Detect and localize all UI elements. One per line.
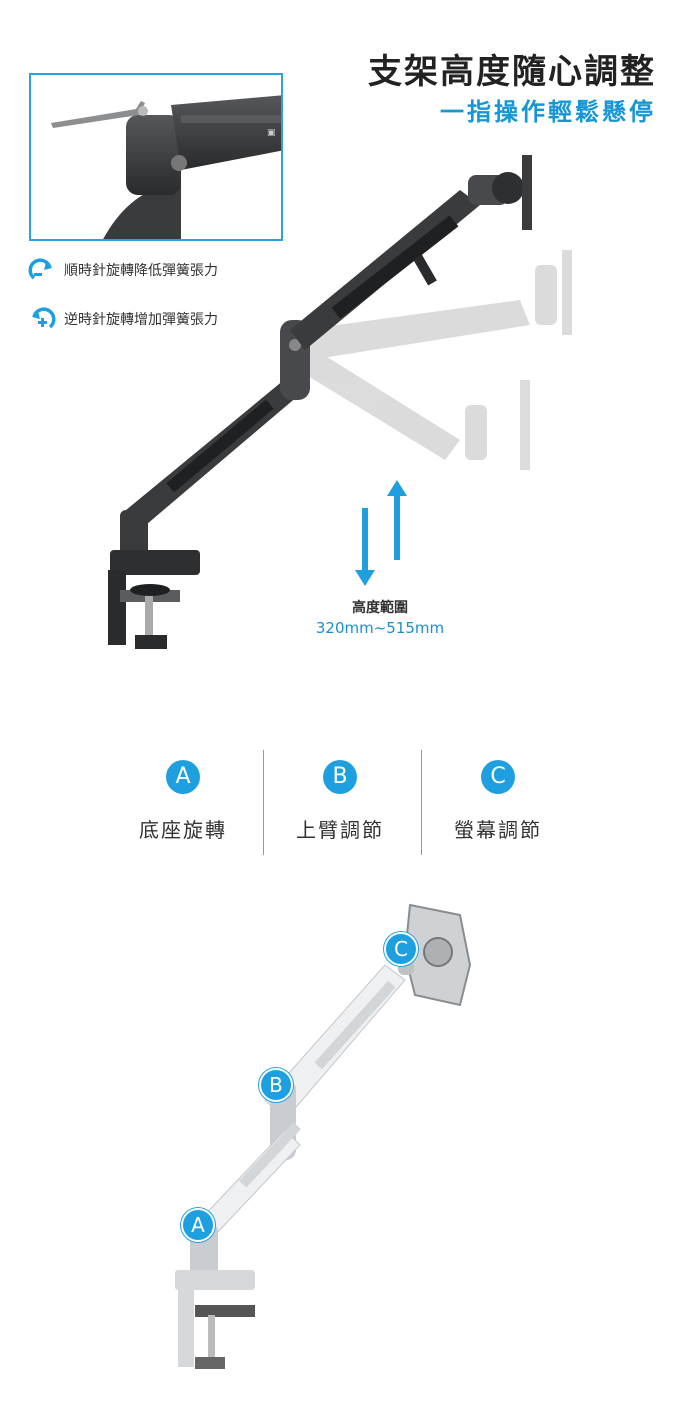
tension-hint-clockwise: 順時針旋轉降低彈簧張力 bbox=[28, 256, 218, 284]
marker-c: C bbox=[384, 932, 418, 966]
rotate-clockwise-minus-icon bbox=[28, 258, 52, 280]
adjustment-letter-c: C bbox=[481, 760, 515, 794]
monitor-arm-dark-illustration bbox=[108, 155, 572, 649]
rotate-counterclockwise-plus-icon bbox=[32, 307, 56, 329]
monitor-arm-silver-illustration bbox=[175, 903, 472, 1369]
adjustment-label-b: 上臂調節 bbox=[296, 818, 384, 842]
divider bbox=[421, 750, 422, 855]
adjustment-base-rotation: A 底座旋轉 bbox=[108, 760, 258, 843]
adjustment-upper-arm: B 上臂調節 bbox=[265, 760, 415, 843]
adjustment-letter-b: B bbox=[323, 760, 357, 794]
marker-b: B bbox=[259, 1068, 293, 1102]
ghost-arm-positions bbox=[290, 250, 572, 470]
svg-text:▣: ▣ bbox=[267, 128, 276, 138]
height-range-label: 高度範圍 bbox=[352, 600, 408, 616]
height-range-value: 320mm~515mm bbox=[315, 619, 445, 637]
marker-a: A bbox=[181, 1208, 215, 1242]
tension-hint-counterclockwise-text: 逆時針旋轉增加彈簧張力 bbox=[64, 312, 218, 328]
tension-hint-counterclockwise: 逆時針旋轉增加彈簧張力 bbox=[28, 305, 218, 333]
tension-closeup-inset: ▣ bbox=[29, 73, 283, 241]
adjustment-letter-a: A bbox=[166, 760, 200, 794]
tension-hint-clockwise-text: 順時針旋轉降低彈簧張力 bbox=[64, 263, 218, 279]
height-adjust-arrows-icon bbox=[355, 480, 407, 586]
divider bbox=[263, 750, 264, 855]
page-subtitle: 一指操作輕鬆懸停 bbox=[440, 98, 656, 126]
adjustment-label-a: 底座旋轉 bbox=[139, 818, 227, 842]
adjustment-label-c: 螢幕調節 bbox=[454, 818, 542, 842]
page-title: 支架高度隨心調整 bbox=[368, 52, 656, 92]
closeup-illustration: ▣ bbox=[51, 95, 281, 239]
adjustment-screen: C 螢幕調節 bbox=[423, 760, 573, 843]
